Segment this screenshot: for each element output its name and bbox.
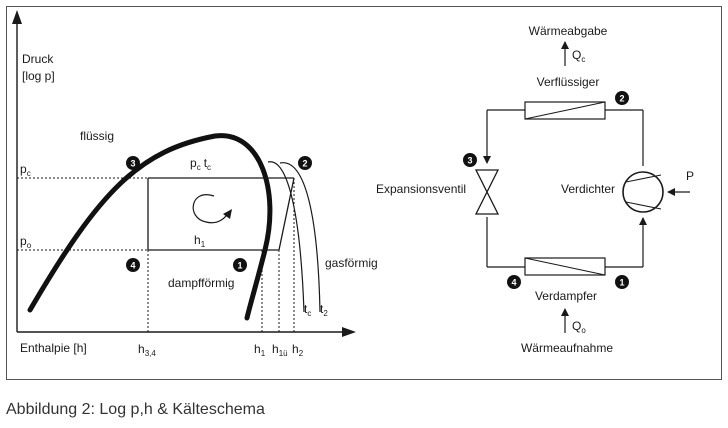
h1u-tick-label: h1ü xyxy=(272,342,288,358)
condenser-label: Verflüssiger xyxy=(537,75,600,89)
svg-text:1: 1 xyxy=(237,261,242,271)
state-marker-4: 4 xyxy=(126,258,140,272)
y-axis-arrow-icon xyxy=(12,10,22,24)
expansion-valve-icon xyxy=(474,169,500,215)
evaporator-label: Verdampfer xyxy=(535,289,597,303)
condenser-icon xyxy=(524,101,606,120)
svg-text:3: 3 xyxy=(130,159,135,169)
po-label: po xyxy=(20,234,32,250)
ph-diagram: Druck [log p] Enthalpie [h] flüssig damp… xyxy=(12,10,378,358)
h34-tick-label: h3,4 xyxy=(138,342,156,358)
expansion-valve-label: Expansionsventil xyxy=(376,182,466,196)
evaporator-icon xyxy=(524,257,606,276)
region-wet-label: dampfförmig xyxy=(168,276,234,290)
svg-text:2: 2 xyxy=(619,94,624,104)
schema-marker-4: 4 xyxy=(507,275,521,289)
power-label: P xyxy=(686,169,694,183)
qc-label: Qc xyxy=(572,48,585,64)
y-axis-label-2: [log p] xyxy=(22,69,55,83)
t2-curve-label: t2 xyxy=(320,302,328,318)
isotherm-t2 xyxy=(279,162,321,313)
cycle-compression-line xyxy=(278,177,295,251)
h1-tick-label: h1 xyxy=(254,342,266,358)
refrigeration-schema: Wärmeabgabe Qc Verflüssiger Expansionsve… xyxy=(376,24,694,355)
x-axis-label: Enthalpie [h] xyxy=(20,341,87,355)
state-marker-3: 3 xyxy=(126,156,140,170)
figure-caption: Abbildung 2: Log p,h & Kälteschema xyxy=(6,401,265,418)
tc-curve-label: tc xyxy=(304,302,311,318)
x-axis-arrow-icon xyxy=(342,327,356,337)
figure-frame xyxy=(6,6,722,380)
pc-label: pc xyxy=(20,162,31,178)
state-marker-1: 1 xyxy=(233,258,247,272)
h1-inside-label: h1 xyxy=(194,233,206,249)
compressor-icon xyxy=(622,171,664,213)
svg-text:4: 4 xyxy=(130,261,135,271)
compressor-label: Verdichter xyxy=(561,182,615,196)
schema-marker-2: 2 xyxy=(615,91,629,105)
cycle-direction-arrow-icon xyxy=(192,194,229,224)
cycle-direction-arrowhead-icon xyxy=(223,209,232,219)
figure-diagram: Druck [log p] Enthalpie [h] flüssig damp… xyxy=(12,10,694,358)
schema-marker-1: 1 xyxy=(615,275,629,289)
svg-text:4: 4 xyxy=(511,278,516,288)
heat-in-label: Wärmeaufnahme xyxy=(521,341,613,355)
state-marker-2: 2 xyxy=(298,156,312,170)
schema-marker-3: 3 xyxy=(463,153,477,167)
h2-tick-label: h2 xyxy=(292,342,304,358)
svg-text:1: 1 xyxy=(619,278,624,288)
qo-label: Qo xyxy=(572,319,586,335)
region-gas-label: gasförmig xyxy=(325,256,378,270)
saturation-dome xyxy=(27,133,273,321)
heat-out-label: Wärmeabgabe xyxy=(529,24,608,38)
region-liquid-label: flüssig xyxy=(80,129,114,143)
y-axis-label-1: Druck xyxy=(22,52,54,66)
svg-text:2: 2 xyxy=(302,159,307,169)
svg-text:3: 3 xyxy=(467,156,472,166)
isotherm-tc xyxy=(267,161,305,313)
